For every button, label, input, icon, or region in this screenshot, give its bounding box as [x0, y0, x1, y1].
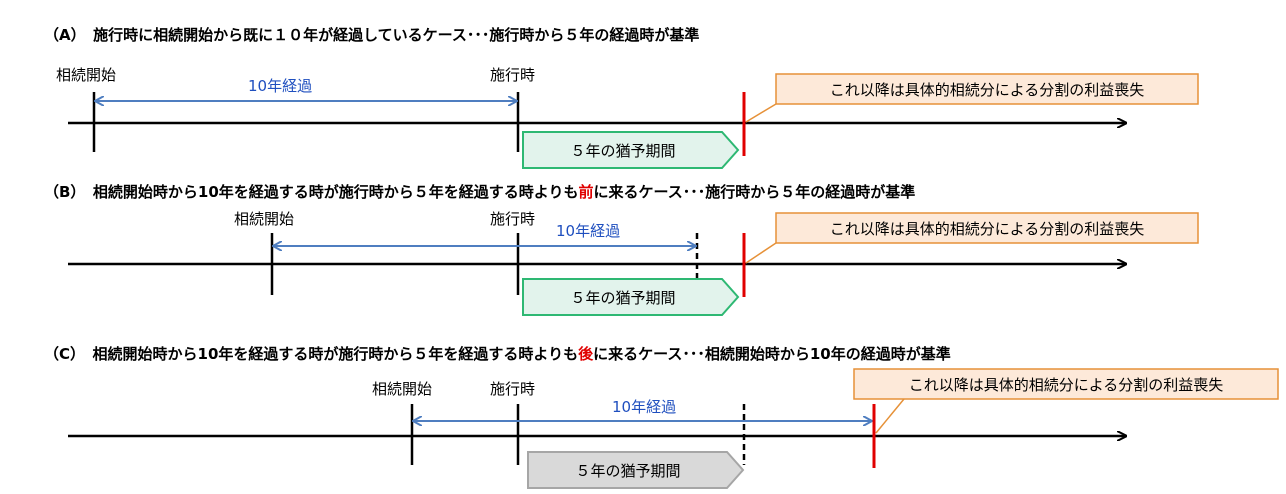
case-b-heading-highlight: 前: [578, 183, 594, 201]
case-b-heading-pre: （B） 相続開始時から10年を経過する時が施行時から５年を経過する時よりも: [44, 183, 579, 201]
case-b-period-label: ５年の猶予期間: [570, 289, 676, 307]
case-b-heading-post: に来るケース･･･施行時から５年の経過時が基準: [593, 183, 916, 201]
case-c-heading-post: に来るケース･･･相続開始時から10年の経過時が基準: [593, 345, 951, 363]
case-b-callout-pointer: [745, 242, 777, 264]
case-b-start-label: 相続開始: [234, 210, 295, 228]
case-b-span-label: 10年経過: [556, 222, 621, 240]
case-c-heading-pre: （C） 相続開始時から10年を経過する時が施行時から５年を経過する時よりも: [44, 345, 579, 363]
case-b-callout-box: [775, 212, 1199, 244]
case-b-period-box: [522, 278, 740, 316]
case-a-start-label: 相続開始: [56, 66, 117, 84]
case-a-callout-text: これ以降は具体的相続分による分割の利益喪失: [829, 81, 1145, 99]
case-c-start-label: 相続開始: [372, 380, 433, 398]
case-a-enforce-label: 施行時: [490, 66, 536, 84]
case-a-span-label: 10年経過: [248, 77, 313, 95]
case-a-callout-pointer: [745, 103, 777, 123]
case-c-callout-box: [853, 368, 1279, 400]
case-c-callout-pointer: [875, 398, 905, 434]
case-a-diagram: [68, 73, 1199, 169]
case-c-period-box: [527, 451, 745, 489]
case-c-enforce-label: 施行時: [490, 380, 536, 398]
case-c-heading-highlight: 後: [578, 345, 594, 363]
case-b-heading: （B） 相続開始時から10年を経過する時が施行時から５年を経過する時よりも前に来…: [44, 181, 915, 202]
case-a-period-box: [522, 131, 740, 169]
case-b-callout-text: これ以降は具体的相続分による分割の利益喪失: [829, 220, 1145, 238]
case-c-diagram: [68, 368, 1279, 489]
case-a-heading: （A） 施行時に相続開始から既に１０年が経過しているケース･･･施行時から５年の…: [44, 24, 699, 45]
case-a-callout-box: [775, 73, 1199, 105]
case-c-period-label: ５年の猶予期間: [575, 462, 681, 480]
case-a-heading-text: （A） 施行時に相続開始から既に１０年が経過しているケース･･･施行時から５年の…: [44, 26, 700, 44]
case-c-callout-text: これ以降は具体的相続分による分割の利益喪失: [908, 376, 1224, 394]
case-b-diagram: [68, 212, 1199, 316]
case-c-heading: （C） 相続開始時から10年を経過する時が施行時から５年を経過する時よりも後に来…: [44, 343, 951, 364]
case-c-span-label: 10年経過: [612, 398, 677, 416]
case-a-period-label: ５年の猶予期間: [570, 142, 676, 160]
case-b-enforce-label: 施行時: [490, 210, 536, 228]
